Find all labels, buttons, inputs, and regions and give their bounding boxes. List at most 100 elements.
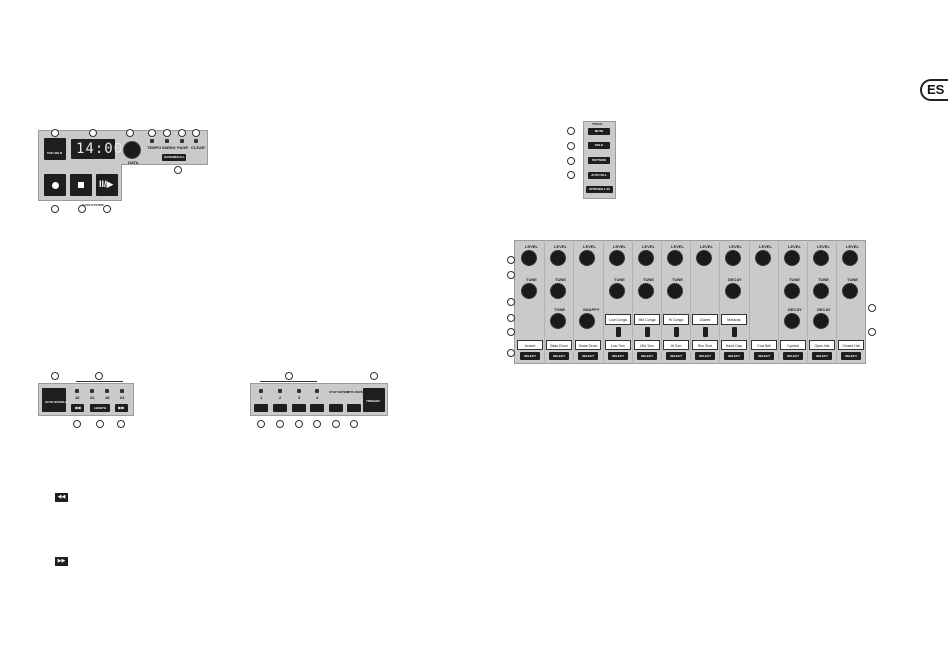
level-knob[interactable] bbox=[667, 250, 683, 266]
instrument-switch[interactable] bbox=[645, 327, 650, 337]
level-knob[interactable] bbox=[813, 250, 829, 266]
tune-label: TUNE bbox=[672, 277, 683, 282]
track-intro-fill-button[interactable]: INTRO/FILL IN bbox=[586, 186, 613, 193]
tune-label: TUNE bbox=[643, 277, 654, 282]
select-button[interactable]: SELECT bbox=[666, 352, 686, 360]
instrument-top-button[interactable]: Claves bbox=[692, 314, 718, 325]
tune-label: TUNE bbox=[789, 277, 800, 282]
select-button[interactable]: SELECT bbox=[549, 352, 569, 360]
level-knob[interactable] bbox=[521, 250, 537, 266]
tune-knob[interactable] bbox=[638, 283, 654, 299]
select-button[interactable]: SELECT bbox=[841, 352, 861, 360]
level-knob[interactable] bbox=[638, 250, 654, 266]
level-label: LEVEL bbox=[846, 244, 859, 249]
instrument-bottom-button[interactable]: Rim Shot bbox=[692, 340, 718, 350]
play-pause-button[interactable] bbox=[96, 174, 118, 196]
select-button[interactable]: SELECT bbox=[608, 352, 628, 360]
page-64-label: 64 bbox=[120, 395, 125, 400]
tone-knob[interactable] bbox=[813, 313, 829, 329]
tap-hold-button[interactable] bbox=[44, 138, 66, 160]
callout bbox=[95, 372, 103, 380]
select-button[interactable]: SELECT bbox=[578, 352, 598, 360]
level-label: LEVEL bbox=[788, 244, 801, 249]
callout bbox=[507, 298, 515, 306]
instrument-bottom-button[interactable]: Closed Hat bbox=[838, 340, 864, 350]
instrument-bottom-button[interactable]: Mid Tom bbox=[634, 340, 660, 350]
step-4-button[interactable] bbox=[310, 404, 324, 412]
page-forward-button[interactable]: ▶▶ bbox=[115, 404, 128, 412]
instrument-bottom-button[interactable]: Hand Clap bbox=[721, 340, 747, 350]
decay-knob[interactable] bbox=[725, 283, 741, 299]
select-button[interactable]: SELECT bbox=[520, 352, 540, 360]
instrument-top-button[interactable]: Maracas bbox=[721, 314, 747, 325]
tune-knob[interactable] bbox=[550, 283, 566, 299]
level-knob[interactable] bbox=[755, 250, 771, 266]
instrument-bottom-button[interactable]: Snare Drum bbox=[575, 340, 601, 350]
level-knob[interactable] bbox=[550, 250, 566, 266]
level-knob[interactable] bbox=[784, 250, 800, 266]
tone-knob[interactable] bbox=[784, 313, 800, 329]
step-2-button[interactable] bbox=[273, 404, 287, 412]
instrument-bottom-button[interactable]: Hi Tom bbox=[663, 340, 689, 350]
callout bbox=[192, 129, 200, 137]
page-32-led bbox=[90, 389, 94, 393]
tune-knob[interactable] bbox=[842, 283, 858, 299]
play-pause-icon: II/▶ bbox=[99, 179, 114, 189]
length-button[interactable]: LENGTH bbox=[90, 404, 110, 412]
tune-knob[interactable] bbox=[784, 283, 800, 299]
select-button[interactable]: SELECT bbox=[812, 352, 832, 360]
trigger-button[interactable] bbox=[363, 388, 385, 412]
language-badge: ES bbox=[920, 79, 948, 101]
level-knob[interactable] bbox=[609, 250, 625, 266]
instrument-bottom-button[interactable]: Cow Bell bbox=[751, 340, 777, 350]
record-icon bbox=[52, 182, 59, 189]
track-auto-fill-button[interactable]: AUTO FILL bbox=[588, 172, 610, 179]
callout bbox=[507, 271, 515, 279]
step-1-button[interactable] bbox=[254, 404, 268, 412]
callout bbox=[126, 129, 134, 137]
data-encoder-knob[interactable] bbox=[123, 141, 141, 159]
select-button[interactable]: SELECT bbox=[754, 352, 774, 360]
instrument-bottom-button[interactable]: Accent bbox=[517, 340, 543, 350]
instrument-bottom-button[interactable]: Cymbal bbox=[780, 340, 806, 350]
step-repeat-button[interactable] bbox=[329, 404, 343, 412]
select-button[interactable]: SELECT bbox=[783, 352, 803, 360]
tone-knob[interactable] bbox=[579, 313, 595, 329]
instrument-switch[interactable] bbox=[616, 327, 621, 337]
instrument-bottom-button[interactable]: Bass Drum bbox=[546, 340, 572, 350]
tune-knob[interactable] bbox=[667, 283, 683, 299]
save-recall-button[interactable] bbox=[162, 154, 186, 161]
level-label: LEVEL bbox=[671, 244, 684, 249]
track-mute-button[interactable]: MUTE bbox=[588, 128, 610, 135]
page-48-label: 48 bbox=[105, 395, 110, 400]
clear-label: CLEAR bbox=[191, 145, 205, 150]
tune-knob[interactable] bbox=[609, 283, 625, 299]
instrument-switch[interactable] bbox=[703, 327, 708, 337]
instrument-switch[interactable] bbox=[732, 327, 737, 337]
instrument-top-button[interactable]: Hi Conga bbox=[663, 314, 689, 325]
track-solo-button[interactable]: SOLO bbox=[588, 142, 610, 149]
level-label: LEVEL bbox=[642, 244, 655, 249]
tune-knob[interactable] bbox=[813, 283, 829, 299]
select-button[interactable]: SELECT bbox=[695, 352, 715, 360]
level-knob[interactable] bbox=[579, 250, 595, 266]
level-knob[interactable] bbox=[725, 250, 741, 266]
instrument-top-button[interactable]: Low Conga bbox=[605, 314, 631, 325]
auto-scroll-button[interactable] bbox=[42, 388, 66, 412]
tempo-label: TEMPO bbox=[147, 145, 162, 150]
tune-knob[interactable] bbox=[521, 283, 537, 299]
select-button[interactable]: SELECT bbox=[724, 352, 744, 360]
instrument-top-button[interactable]: Mid Conga bbox=[634, 314, 660, 325]
tone-knob[interactable] bbox=[550, 313, 566, 329]
note-repeat-button[interactable] bbox=[347, 404, 361, 412]
callout bbox=[507, 256, 515, 264]
select-button[interactable]: SELECT bbox=[637, 352, 657, 360]
level-knob[interactable] bbox=[696, 250, 712, 266]
level-knob[interactable] bbox=[842, 250, 858, 266]
instrument-bottom-button[interactable]: Low Tom bbox=[605, 340, 631, 350]
instrument-switch[interactable] bbox=[674, 327, 679, 337]
track-pattern-button[interactable]: PATTERN bbox=[588, 157, 610, 164]
page-rewind-button[interactable]: ◀◀ bbox=[71, 404, 84, 412]
instrument-bottom-button[interactable]: Open Hat bbox=[809, 340, 835, 350]
step-3-button[interactable] bbox=[292, 404, 306, 412]
